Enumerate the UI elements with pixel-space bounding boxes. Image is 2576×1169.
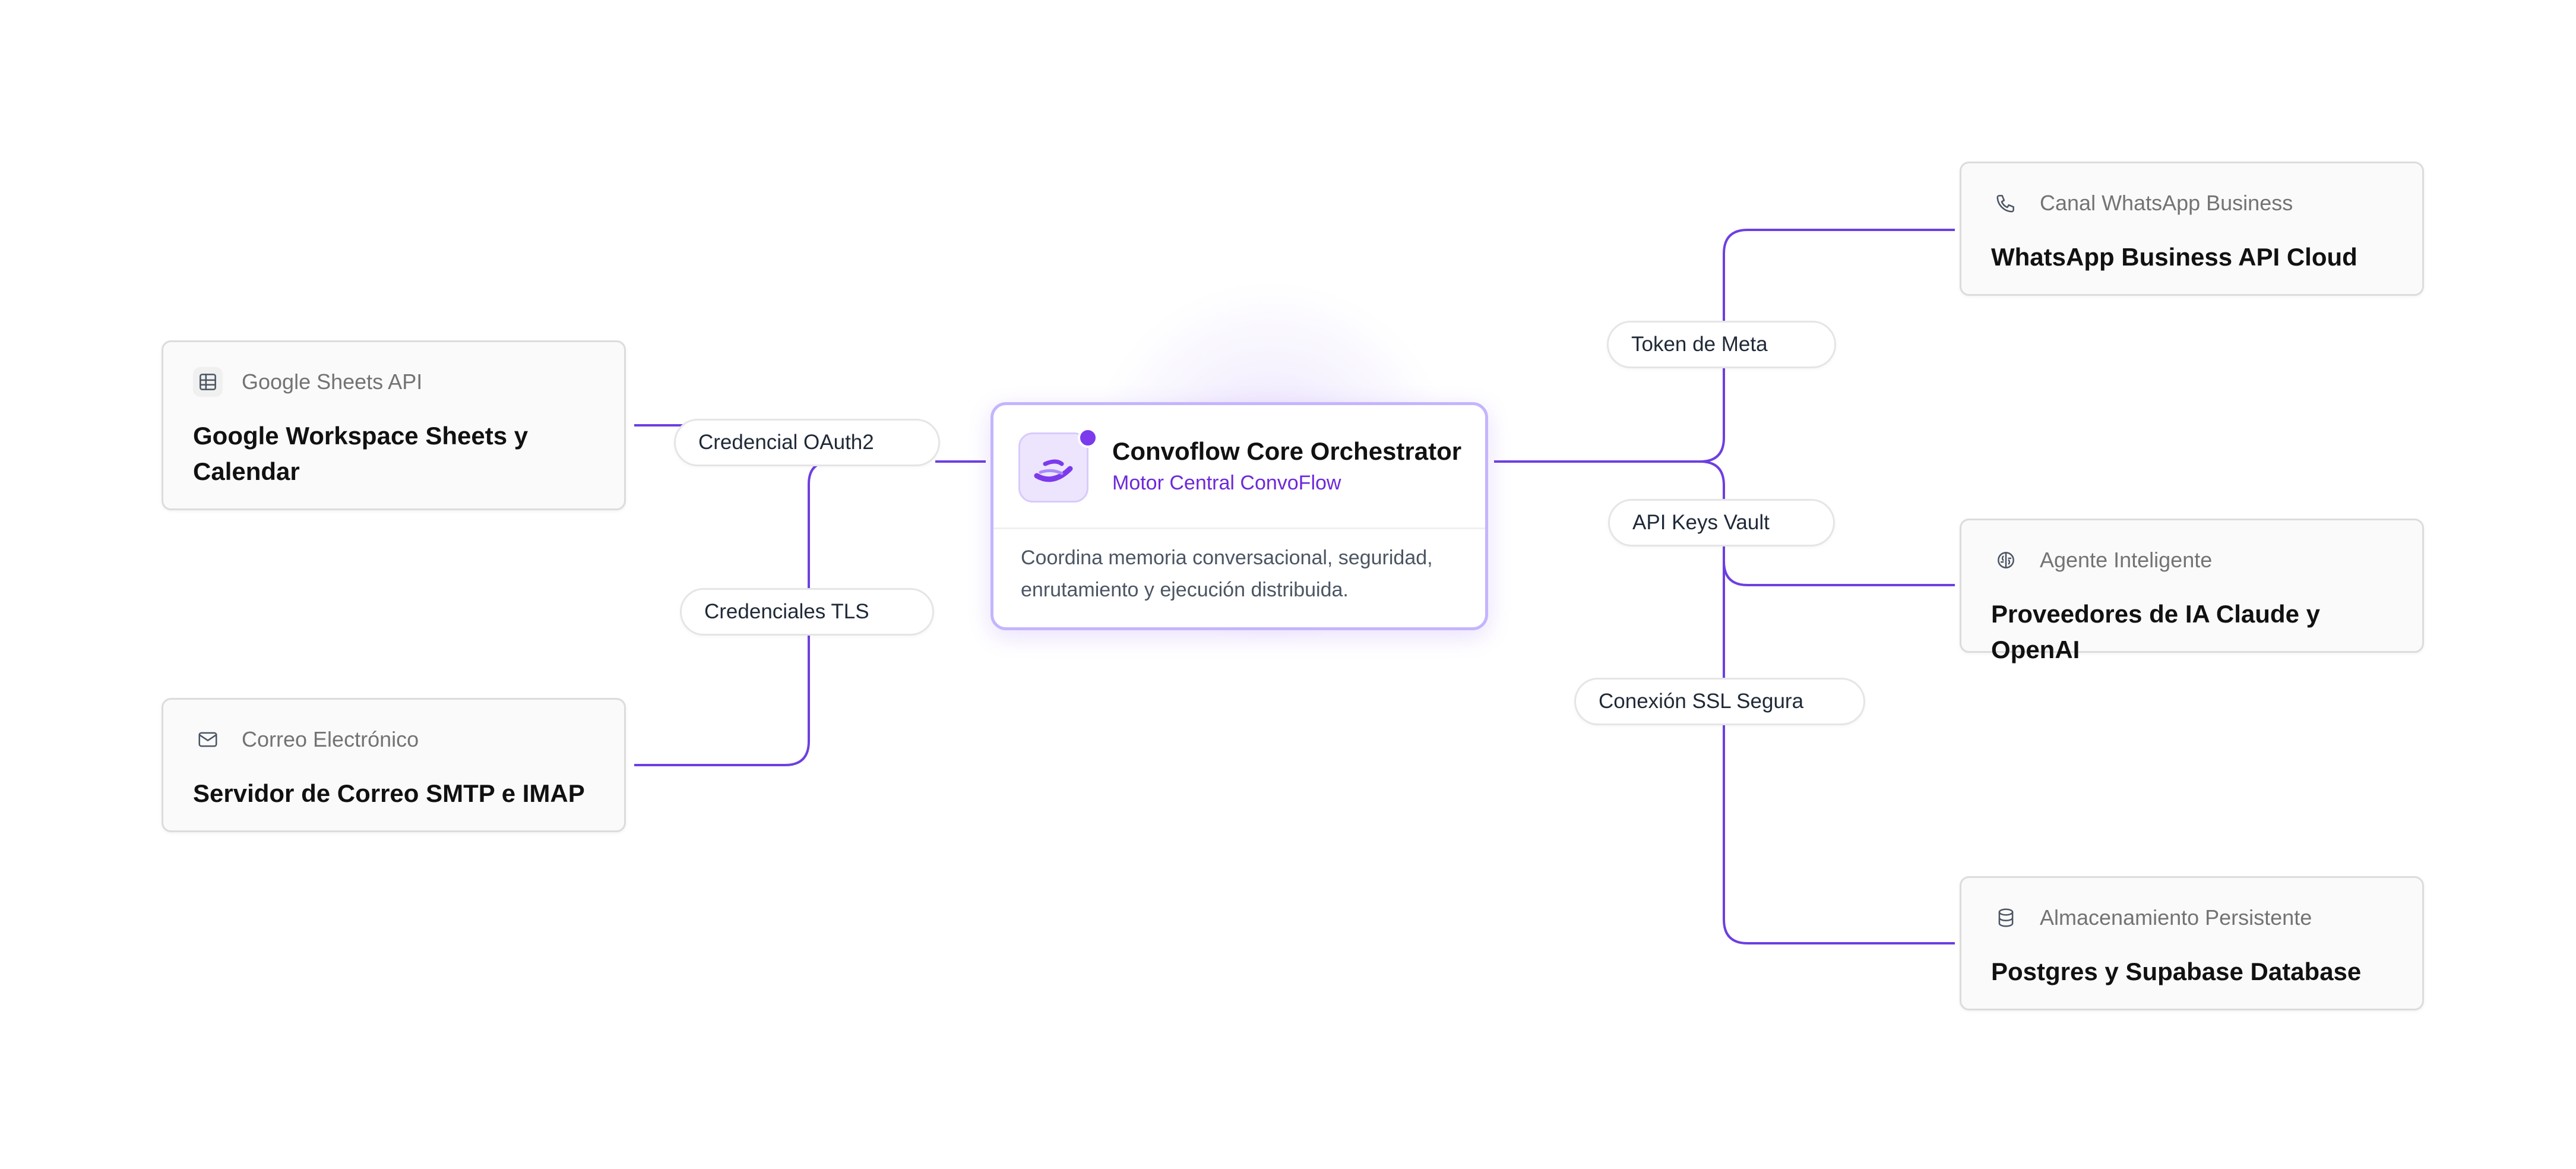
brain-icon	[1991, 545, 2021, 575]
node-header: Canal WhatsApp Business	[1991, 188, 2293, 218]
label-ssl: Conexión SSL Segura	[1574, 678, 1865, 725]
node-email-server[interactable]: Correo Electrónico Servidor de Correo SM…	[162, 698, 626, 832]
node-header: Correo Electrónico	[193, 725, 419, 754]
status-dot	[1078, 428, 1098, 448]
phone-icon	[1991, 188, 2021, 218]
node-category: Canal WhatsApp Business	[2040, 191, 2293, 215]
database-icon	[1991, 903, 2021, 933]
label-tls: Credenciales TLS	[680, 588, 934, 636]
node-google-sheets[interactable]: Google Sheets API Google Workspace Sheet…	[162, 340, 626, 510]
core-title: Convoflow Core Orchestrator	[1112, 437, 1462, 465]
label-meta: Token de Meta	[1607, 321, 1836, 368]
node-category: Almacenamiento Persistente	[2040, 905, 2312, 930]
convoflow-logo-icon	[1018, 432, 1088, 503]
node-category: Agente Inteligente	[2040, 548, 2213, 572]
label-vault: API Keys Vault	[1608, 499, 1835, 546]
node-ai-providers[interactable]: Agente Inteligente Proveedores de IA Cla…	[1960, 519, 2424, 664]
core-divider	[993, 527, 1485, 529]
node-database[interactable]: Almacenamiento Persistente Postgres y Su…	[1960, 876, 2424, 1010]
node-title: WhatsApp Business API Cloud	[1991, 243, 2357, 271]
node-category: Correo Electrónico	[242, 727, 419, 751]
node-header: Agente Inteligente	[1991, 545, 2212, 575]
node-title: Servidor de Correo SMTP e IMAP	[193, 779, 585, 807]
node-header: Google Sheets API	[193, 367, 422, 397]
core-orchestrator-card[interactable]: Convoflow Core Orchestrator Motor Centra…	[990, 402, 1488, 630]
node-whatsapp[interactable]: Canal WhatsApp Business WhatsApp Busines…	[1960, 162, 2424, 296]
node-title: Google Workspace Sheets y Calendar	[193, 422, 529, 485]
node-title: Proveedores de IA Claude y OpenAI	[1991, 600, 2320, 664]
core-subtitle: Motor Central ConvoFlow	[1112, 472, 1341, 494]
wire-ai	[1723, 561, 1955, 586]
node-title: Postgres y Supabase Database	[1991, 958, 2362, 985]
mail-icon	[193, 725, 223, 754]
node-header: Almacenamiento Persistente	[1991, 903, 2312, 933]
table-icon	[193, 367, 223, 397]
wire-right-trunk	[1700, 460, 1955, 944]
label-oauth: Credencial OAuth2	[674, 419, 940, 466]
node-category: Google Sheets API	[242, 369, 423, 394]
core-description: Coordina memoria conversacional, segurid…	[1021, 546, 1433, 601]
